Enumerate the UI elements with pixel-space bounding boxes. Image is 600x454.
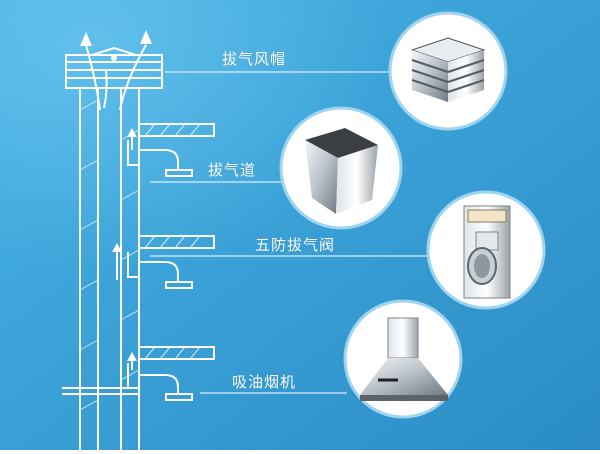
air-duct-photo-circle bbox=[279, 106, 403, 230]
fire-check-valve-box-icon bbox=[463, 205, 511, 299]
flow-arrows bbox=[112, 128, 137, 370]
square-air-duct-icon bbox=[305, 128, 378, 214]
range-hood-photo-circle bbox=[343, 299, 463, 419]
floor-slabs bbox=[138, 123, 215, 360]
label-range-hood: 吸油烟机 bbox=[232, 373, 297, 391]
arrow-heads bbox=[80, 30, 152, 46]
leader-lines bbox=[150, 71, 430, 394]
label-roof-cap: 拔气风帽 bbox=[222, 50, 287, 68]
roof-cap-photo-circle bbox=[388, 11, 508, 131]
branch-valves bbox=[62, 140, 193, 401]
label-valve: 五防拔气阀 bbox=[255, 236, 336, 254]
roof-cap-fan-icon bbox=[410, 37, 486, 102]
roof-cap-drawing bbox=[65, 46, 163, 89]
valve-photo-circle bbox=[426, 190, 546, 310]
label-air-duct: 拔气道 bbox=[208, 161, 257, 179]
range-hood-icon bbox=[360, 317, 448, 401]
exhaust-arrows bbox=[85, 44, 147, 111]
main-flue-shaft bbox=[79, 88, 140, 450]
